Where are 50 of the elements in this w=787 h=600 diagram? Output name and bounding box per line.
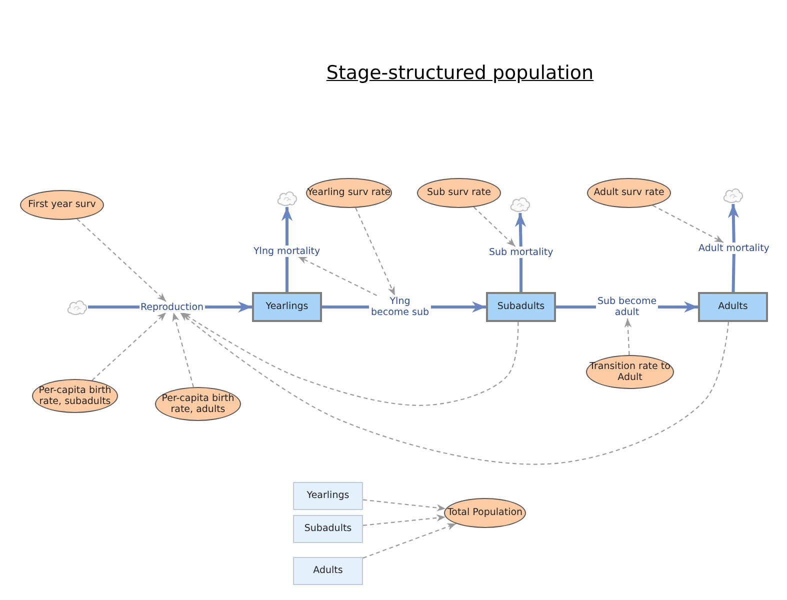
flow-pipe xyxy=(556,306,596,308)
flow-label: Reproduction xyxy=(140,302,205,313)
link-arrow xyxy=(172,312,194,388)
variable-ellipse: Sub surv rate xyxy=(417,178,501,208)
flow-label: Ylng become sub xyxy=(369,296,431,318)
link-arrow xyxy=(182,312,519,406)
variable-ellipse: Transition rate to Adult xyxy=(586,355,674,389)
ghost-stock-box: Adults xyxy=(293,557,363,585)
link-arrow xyxy=(362,499,446,512)
link-arrow xyxy=(624,318,632,356)
flow-pipe xyxy=(658,301,698,313)
diagram-title: Stage-structured population xyxy=(326,62,594,84)
flow-pipe xyxy=(728,204,740,243)
cloud-shape xyxy=(66,298,88,316)
variable-ellipse: Total Population xyxy=(444,498,526,528)
link-arrow xyxy=(92,312,166,381)
stock-box: Yearlings xyxy=(252,292,322,322)
ghost-stock-box: Subadults xyxy=(293,515,363,543)
link-arrow xyxy=(355,208,396,296)
flow-pipe xyxy=(322,306,369,308)
flow-pipe xyxy=(732,253,736,292)
flow-pipe xyxy=(514,212,526,247)
link-arrow xyxy=(362,523,456,559)
flow-pipe xyxy=(88,306,140,308)
flow-label: Ylng mortality xyxy=(252,246,322,257)
flow-pipe xyxy=(281,207,293,246)
link-arrow xyxy=(180,312,730,465)
cloud-shape xyxy=(722,186,744,204)
variable-ellipse: Yearling surv rate xyxy=(306,178,392,208)
variable-ellipse: Adult surv rate xyxy=(587,178,671,208)
link-arrow xyxy=(473,206,516,247)
link-arrow xyxy=(362,514,446,526)
flow-label: Sub mortality xyxy=(488,246,554,258)
stock-box: Adults xyxy=(698,292,768,322)
ghost-stock-box: Yearlings xyxy=(293,482,363,510)
flow-pipe xyxy=(204,301,252,313)
link-arrow xyxy=(298,256,378,296)
stock-box: Subadults xyxy=(486,292,556,322)
link-arrow xyxy=(76,218,166,302)
cloud-shape xyxy=(509,195,531,213)
flow-pipe xyxy=(431,301,486,313)
flow-pipe xyxy=(286,256,288,292)
variable-ellipse: Per-capita birth rate, adults xyxy=(155,387,241,421)
link-arrow xyxy=(652,204,724,243)
cloud-shape xyxy=(276,189,298,207)
variable-ellipse: First year surv xyxy=(20,190,104,220)
flow-pipe xyxy=(520,258,522,292)
flow-label: Sub become adult xyxy=(596,296,658,318)
flow-label: Adult mortality xyxy=(698,242,770,254)
variable-ellipse: Per-capita birth rate, subadults xyxy=(32,379,118,413)
